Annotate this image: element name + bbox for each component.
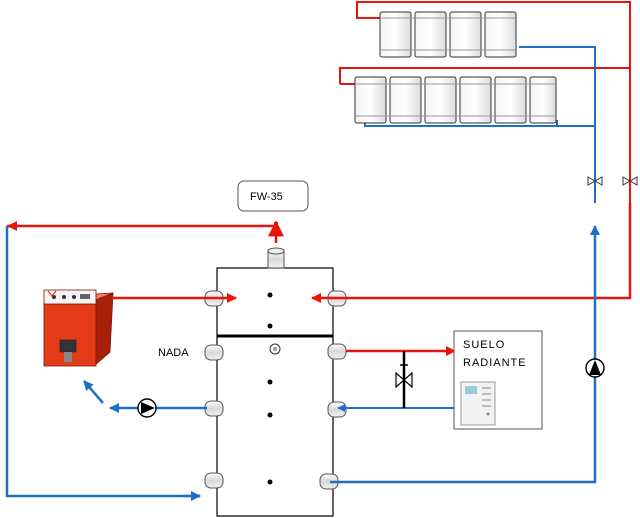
radiator-supply-line xyxy=(311,203,632,303)
controller-box: FW-35 xyxy=(237,180,309,212)
boiler-return-line xyxy=(83,380,207,413)
nada-label: NADA xyxy=(158,347,189,359)
underfloor-label-line2: RADIANTE xyxy=(463,357,527,369)
radiator-icon xyxy=(354,76,557,124)
buffer-tank xyxy=(216,247,334,517)
mixing-valve xyxy=(395,351,413,408)
radiator-return-line xyxy=(330,225,600,484)
valve-icon xyxy=(587,176,603,186)
hot-supply-line xyxy=(7,220,284,243)
valve-icon xyxy=(395,371,413,389)
valve-icon xyxy=(622,176,638,186)
controller-label: FW-35 xyxy=(250,191,283,203)
cold-return-line xyxy=(5,226,201,501)
boiler-icon xyxy=(43,289,114,367)
thermostat-icon xyxy=(460,381,496,426)
pump-icon xyxy=(137,398,157,418)
pump-icon xyxy=(585,358,605,378)
radiator-icon xyxy=(379,11,517,58)
tank-nozzles xyxy=(204,290,347,490)
underfloor-box: SUELO RADIANTE xyxy=(453,330,543,430)
underfloor-label-line1: SUELO xyxy=(463,339,505,351)
